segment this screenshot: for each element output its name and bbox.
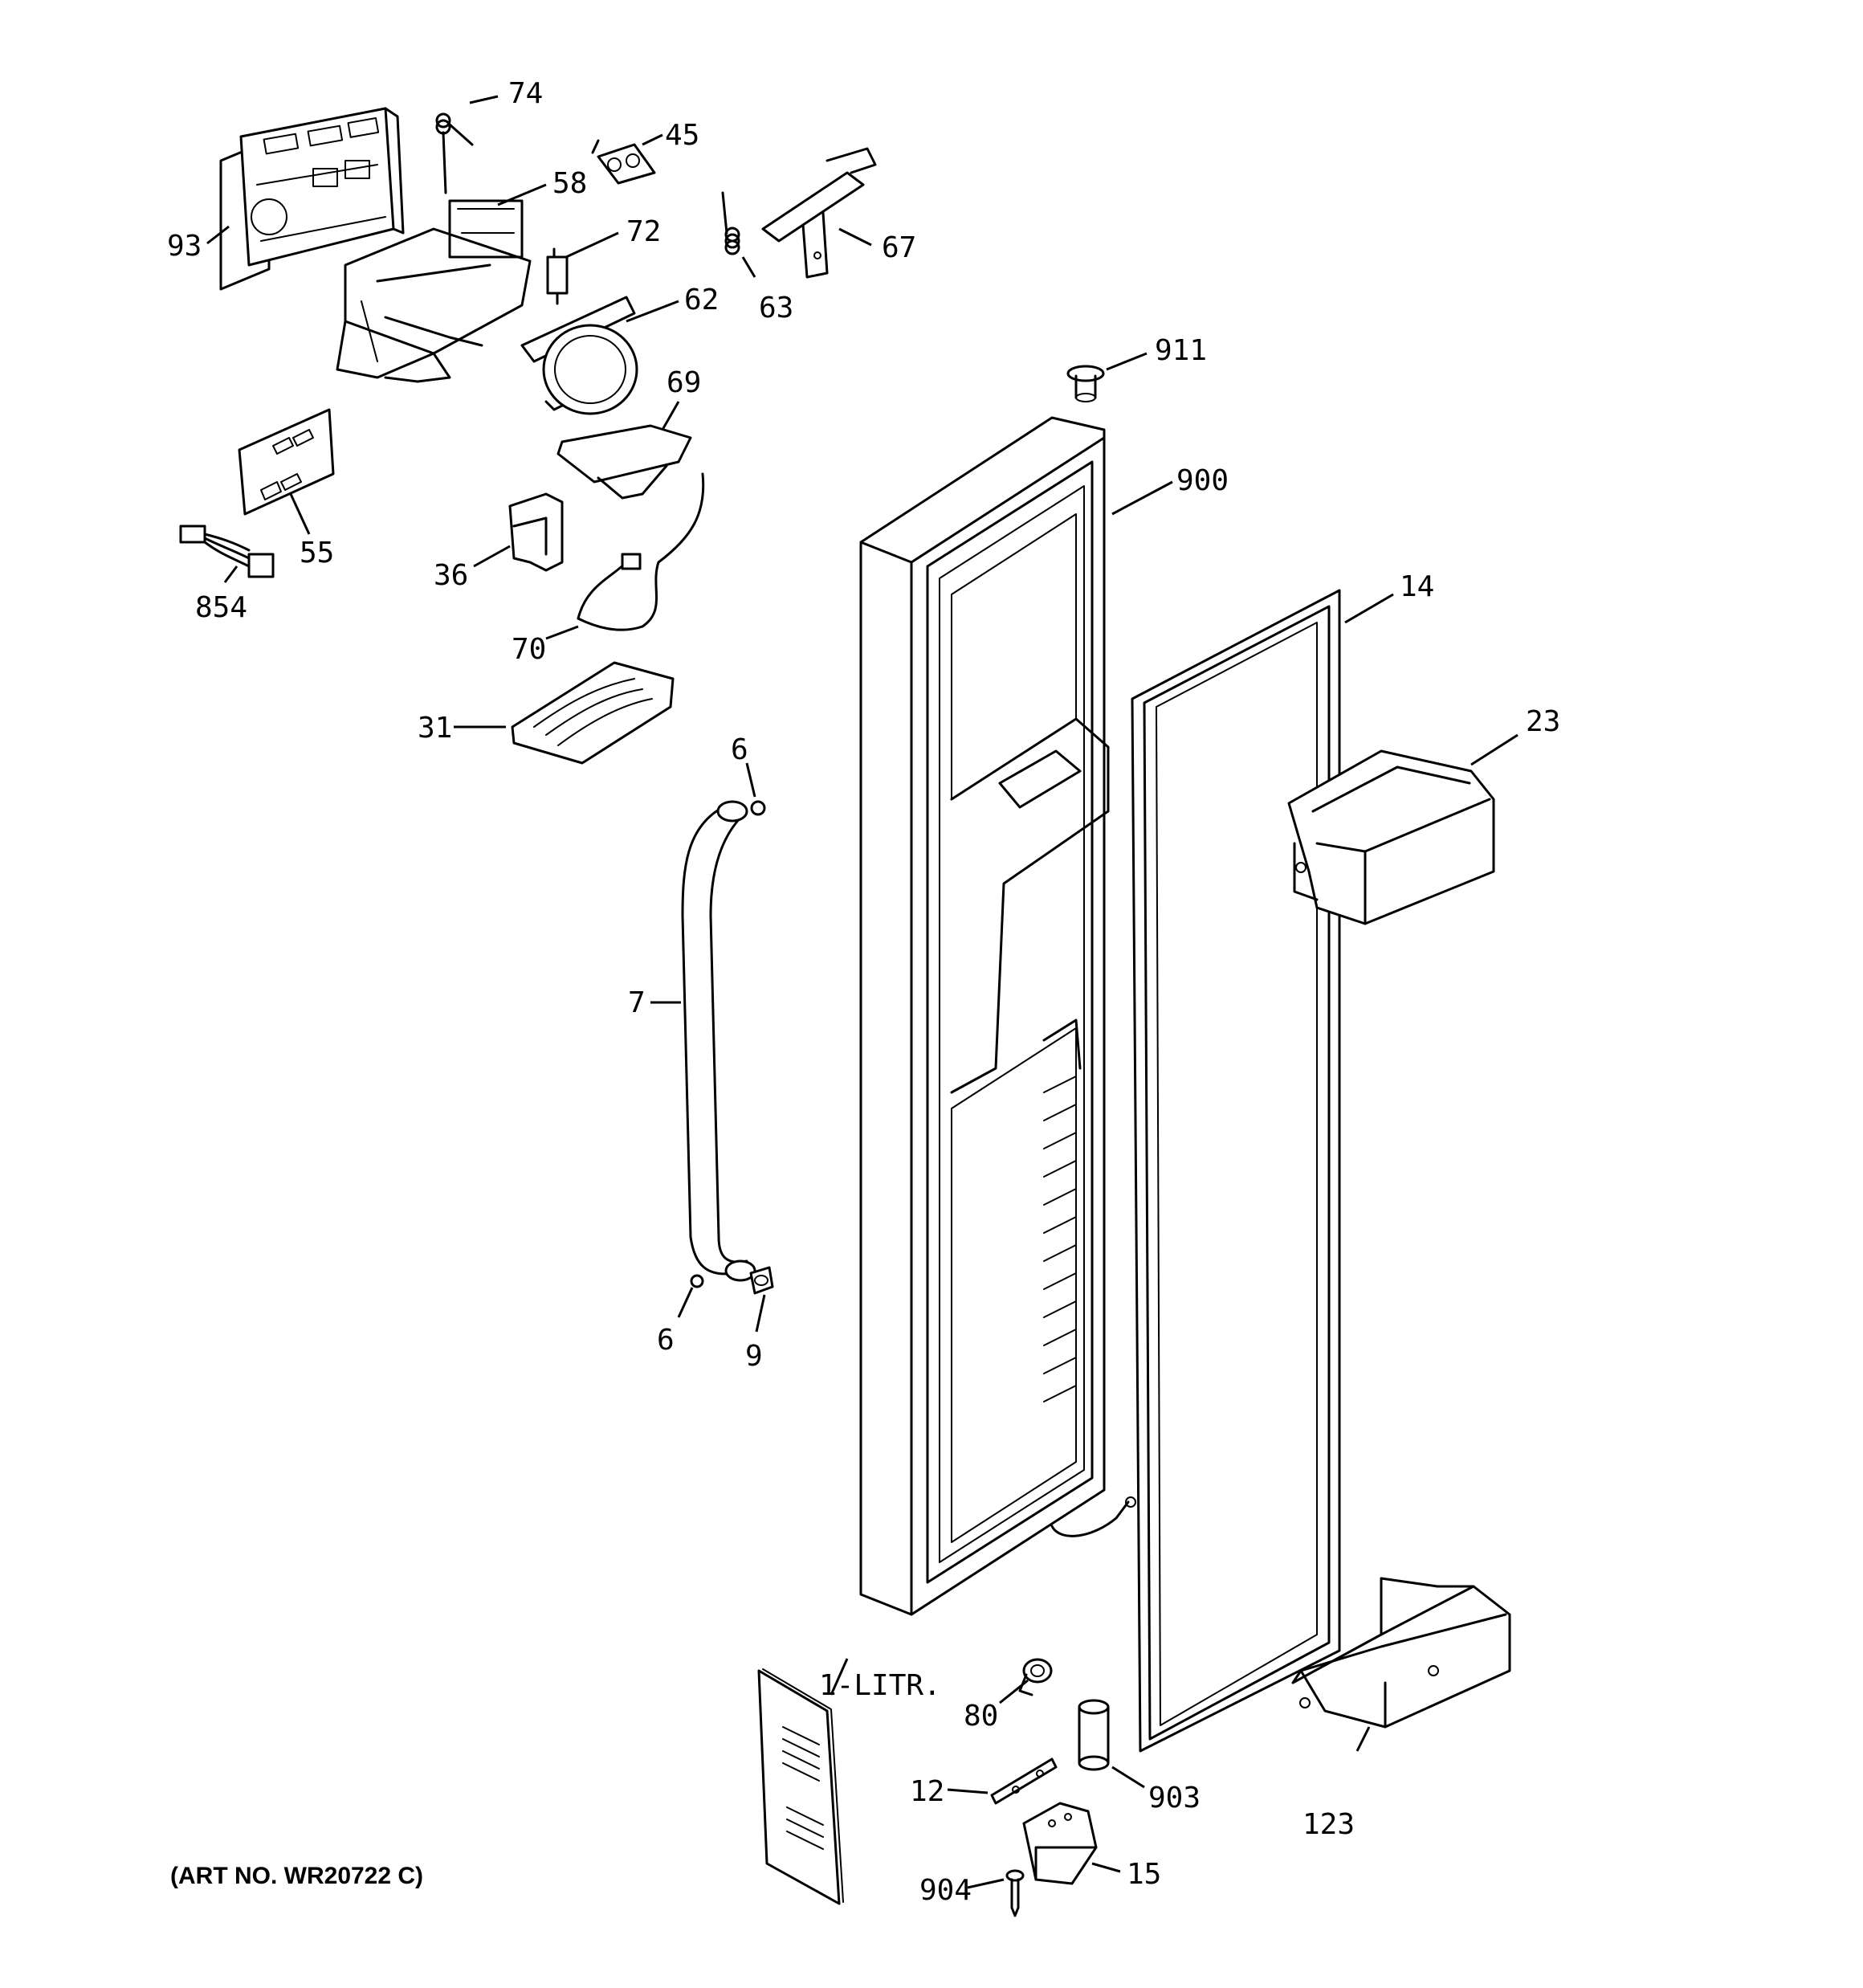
part-6-screw-upper [750,800,766,816]
part-123-lower-bin [1291,1577,1511,1729]
callout-15: 15 [1127,1858,1161,1891]
callout-93: 93 [167,230,202,263]
part-67-actuator [761,147,877,279]
part-14-gasket [1131,589,1341,1753]
leader-911 [1106,352,1148,371]
callout-70: 70 [512,633,546,666]
callout-903: 903 [1148,1782,1201,1815]
leader-900 [1111,480,1173,516]
callout-55: 55 [300,537,334,569]
part-7-handle [681,800,756,1282]
leader-36 [473,545,511,568]
part-93-control-panel [219,107,405,291]
part-1-litr-booklet [757,1668,844,1905]
part-72-switch [546,247,569,305]
leader-55 [289,493,311,535]
leader-12 [947,1788,989,1794]
callout-62: 62 [684,284,719,316]
leader-74 [469,95,499,104]
callout-6-lower: 6 [657,1324,675,1357]
leader-14 [1344,593,1394,624]
part-900-door [859,416,1136,1616]
leader-23 [1470,733,1519,766]
leader-69 [661,401,680,431]
callout-36: 36 [434,559,468,592]
leader-70 [545,625,579,640]
callout-74: 74 [508,77,543,110]
part-55-board [238,408,335,516]
part-74-spring [435,112,474,194]
part-80-nut [1018,1658,1053,1696]
callout-9: 9 [745,1340,763,1373]
part-69-funnel [556,424,692,500]
part-62-chute [520,296,638,415]
callout-23: 23 [1526,705,1560,738]
part-12-shim [990,1757,1058,1805]
callout-45: 45 [665,119,699,152]
leader-9 [755,1294,766,1333]
part-9-stud [749,1266,774,1295]
part-63-spring [721,191,740,255]
leader-1-litr [830,1658,849,1696]
callout-123: 123 [1302,1808,1355,1841]
part-903-hinge-pin [1078,1699,1110,1771]
leader-904 [967,1878,1005,1889]
callout-12: 12 [910,1775,944,1808]
callout-14: 14 [1400,570,1434,603]
part-36-solenoid [508,492,564,572]
callout-63: 63 [759,292,793,325]
leader-903 [1111,1766,1145,1789]
callout-80: 80 [964,1700,998,1733]
part-6-screw-lower [690,1274,704,1288]
part-70-cable [577,472,705,631]
callout-7: 7 [628,986,646,1019]
callout-911: 911 [1155,334,1207,367]
callout-72: 72 [626,215,661,248]
part-911-bushing [1066,365,1105,402]
leader-123 [1355,1726,1371,1752]
leader-6a [745,762,756,798]
leader-62 [626,300,679,323]
leader-93 [206,225,230,245]
leader-lines [206,95,1519,1889]
leader-72 [565,231,619,259]
leader-15 [1091,1862,1121,1873]
leader-854 [223,565,238,583]
part-854-wire-harness [179,525,275,578]
leader-45 [642,133,663,146]
art-number: (ART NO. WR20722 C) [170,1863,423,1889]
leader-58 [497,183,547,206]
leader-6b [677,1287,694,1318]
callout-854: 854 [195,591,247,624]
callout-31: 31 [418,712,452,745]
part-15-hinge [1022,1802,1098,1885]
leader-80 [999,1679,1029,1704]
callout-69: 69 [667,366,701,399]
part-58-dispenser-housing [336,199,532,383]
callout-67: 67 [882,231,916,264]
leader-67 [838,227,872,247]
part-31-drip-tray [511,661,675,765]
callout-58: 58 [552,167,587,200]
part-904-screw [1005,1869,1025,1917]
callout-1-litr: 1-LITR. [819,1669,941,1702]
callout-labels: 93 74 45 58 72 67 63 62 911 69 900 55 36… [167,77,1560,1907]
callout-904: 904 [919,1874,972,1907]
callout-900: 900 [1176,464,1229,497]
leader-63 [741,256,756,278]
part-45-bracket [591,139,656,185]
callout-6-upper: 6 [731,733,748,766]
part-23-door-bin [1287,749,1495,925]
